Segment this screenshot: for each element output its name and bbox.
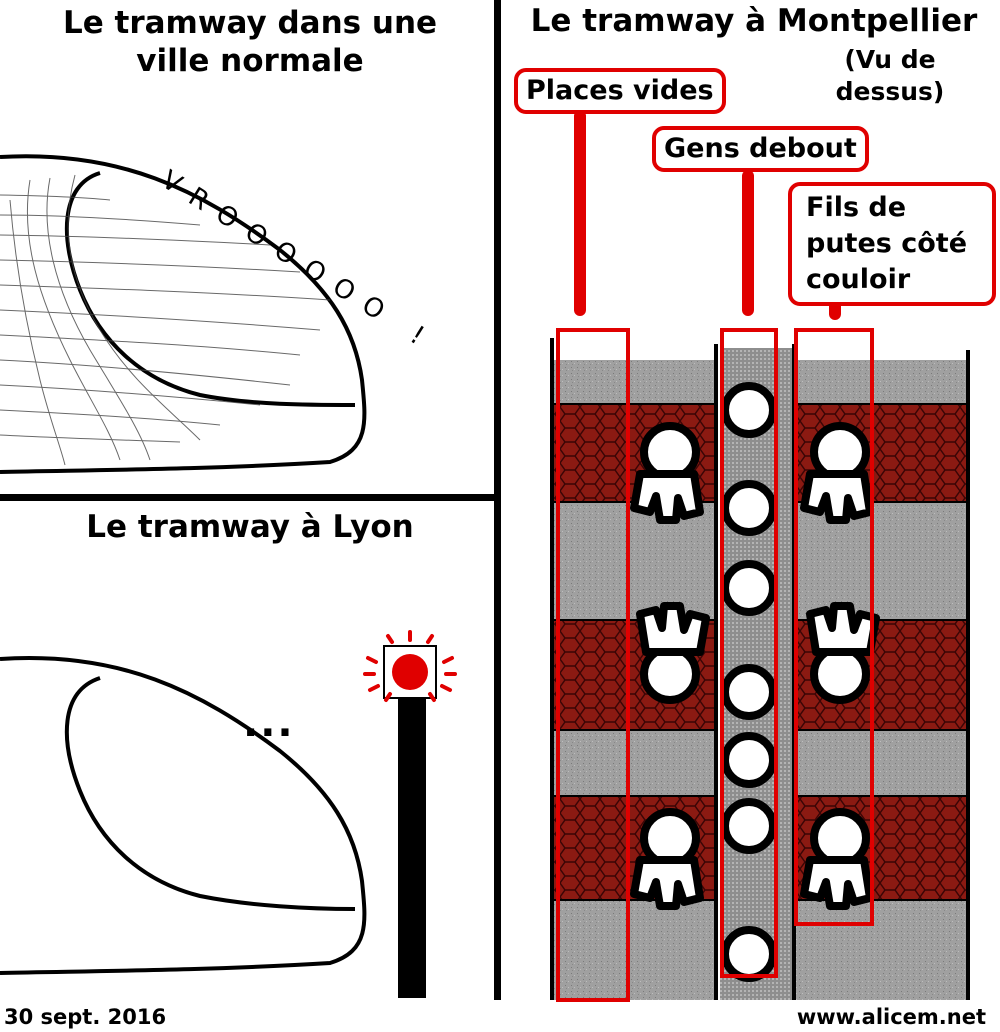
tram-top-view [550, 328, 970, 1002]
tram-nose-lyon [0, 656, 367, 975]
label-empty-seats: Places vides [514, 68, 726, 114]
label-standing-people: Gens debout [652, 126, 869, 172]
panel-normal-title: Le tramway dans une ville normale [62, 5, 438, 79]
red-light-icon [363, 630, 457, 998]
footer-website[interactable]: www.alicem.net [796, 1005, 986, 1029]
tram-nose-normal [0, 154, 367, 474]
footer-date: 30 sept. 2016 [4, 1005, 167, 1029]
panel-montpellier-subtitle: (Vu de dessus) [835, 45, 945, 106]
horizontal-divider [0, 494, 497, 501]
panel-montpellier-title: Le tramway à Montpellier [530, 3, 978, 39]
pointer-standing-people [742, 170, 754, 316]
tram-ellipsis: ... [243, 700, 295, 746]
panel-lyon-title: Le tramway à Lyon [86, 509, 414, 545]
vertical-divider [494, 0, 501, 1000]
pointer-empty-seats [574, 110, 586, 316]
label-aisle: Fils de putes côté couloir [788, 182, 996, 306]
